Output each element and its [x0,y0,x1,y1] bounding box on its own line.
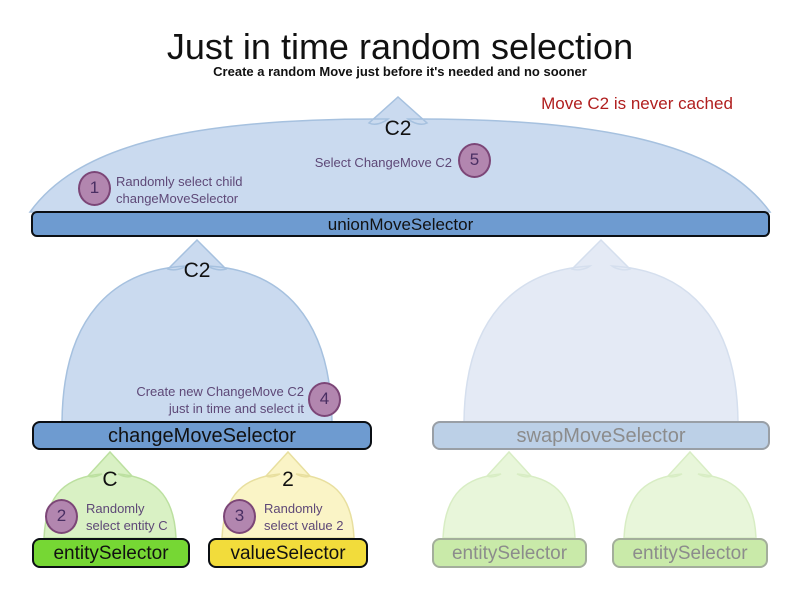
value-selector-bar: valueSelector [208,538,368,568]
move-label-entity-output: C [102,468,118,491]
step-5-text: Select ChangeMove C2 [300,154,452,171]
entity-selector-bar: entitySelector [32,538,190,568]
step-3-line-2: select value 2 [264,518,344,533]
move-label-value-output: 2 [282,468,294,491]
step-5-line-1: Select ChangeMove C2 [314,155,452,170]
step-1-line-1: Randomly select child [116,174,243,189]
entity-faded-right-dome-arrow-shape [623,450,757,539]
step-3-text: Randomly select value 2 [264,500,344,534]
step-1-text: Randomly select child changeMoveSelector [116,173,242,207]
change-move-selector-bar: changeMoveSelector [32,421,372,450]
step-2-line-1: Randomly [86,501,145,516]
step-4-text: Create new ChangeMove C2 just in time an… [100,383,304,417]
entity-faded-left-dome-arrow-shape [442,450,576,539]
step-1-line-2: changeMoveSelector [116,191,239,206]
move-label-union-output: C2 [384,117,412,140]
step-4-badge: 4 [308,382,341,417]
page-subtitle: Create a random Move just before it's ne… [213,64,587,79]
union-move-selector-bar: unionMoveSelector [31,211,770,237]
step-4-line-2: just in time and select it [168,401,304,416]
change-dome-arrow-shape [61,238,333,423]
step-2-line-2: select entity C [86,518,168,533]
step-2-text: Randomly select entity C [86,500,168,534]
step-3-line-1: Randomly [264,501,323,516]
swap-move-selector-bar: swapMoveSelector [432,421,770,450]
step-3-badge: 3 [223,499,256,534]
step-4-line-1: Create new ChangeMove C2 [136,384,304,399]
step-5-badge: 5 [458,143,491,178]
union-dome-arrow-shape [28,95,772,213]
move-label-change-output: C2 [183,259,211,282]
swap-dome-arrow-shape [463,238,739,423]
step-1-badge: 1 [78,171,111,206]
annotation-move-never-cached: Move C2 is never cached [541,94,733,113]
entity-selector-faded-left-bar: entitySelector [432,538,587,568]
entity-selector-faded-right-bar: entitySelector [612,538,768,568]
page-title: Just in time random selection [166,26,634,67]
step-2-badge: 2 [45,499,78,534]
